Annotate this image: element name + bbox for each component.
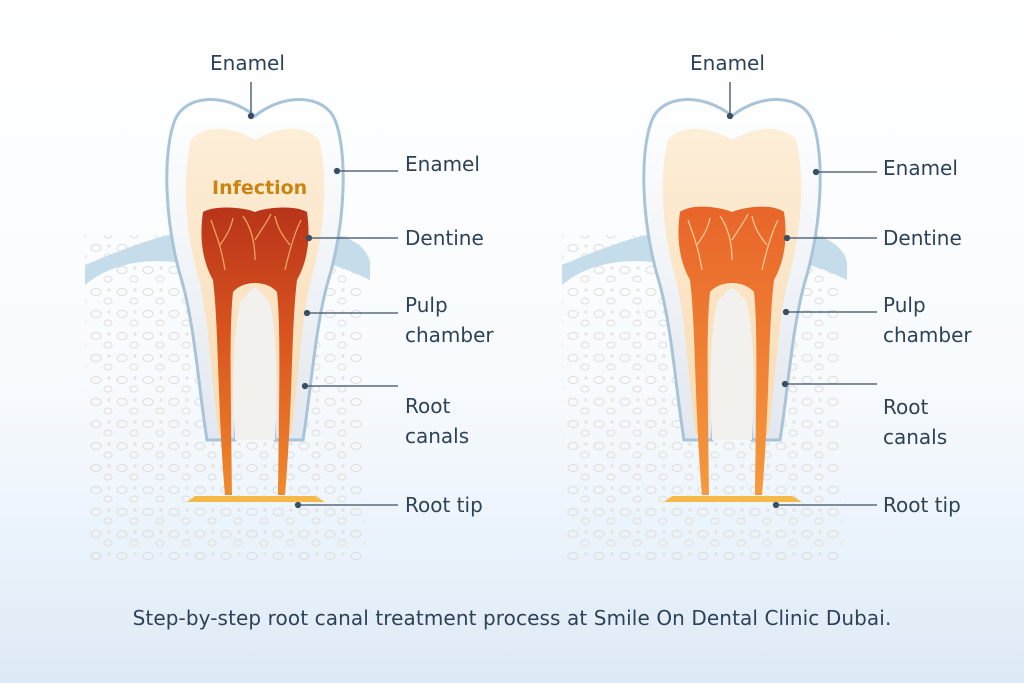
right-enamel-top-label: Enamel — [690, 51, 765, 75]
left-tooth — [83, 98, 372, 562]
infected-pulp — [201, 207, 309, 495]
leader-lines — [247, 82, 877, 509]
nerve-branches — [210, 213, 302, 271]
left-enamel-label: Enamel — [405, 152, 480, 176]
left-root-canals-label: Root canals — [405, 394, 470, 448]
right-root-tip-label: Root tip — [883, 493, 961, 517]
infection-label: Infection — [212, 177, 308, 199]
left-enamel-top-label: Enamel — [210, 51, 285, 75]
left-pulp-chamber-label: Pulp chamber — [405, 293, 494, 347]
right-tooth — [560, 98, 849, 562]
root-tip — [187, 496, 325, 502]
right-pulp-chamber-label: Pulp chamber — [883, 293, 972, 347]
root-tip — [664, 496, 802, 502]
right-dentine-label: Dentine — [883, 226, 962, 250]
nerve-branches — [687, 213, 779, 271]
left-root-tip-label: Root tip — [405, 493, 483, 517]
caption: Step-by-step root canal treatment proces… — [132, 606, 892, 630]
right-enamel-label: Enamel — [883, 156, 958, 180]
pulp-chamber — [678, 206, 786, 496]
left-dentine-label: Dentine — [405, 226, 484, 250]
right-root-canals-label: Root canals — [883, 395, 948, 449]
